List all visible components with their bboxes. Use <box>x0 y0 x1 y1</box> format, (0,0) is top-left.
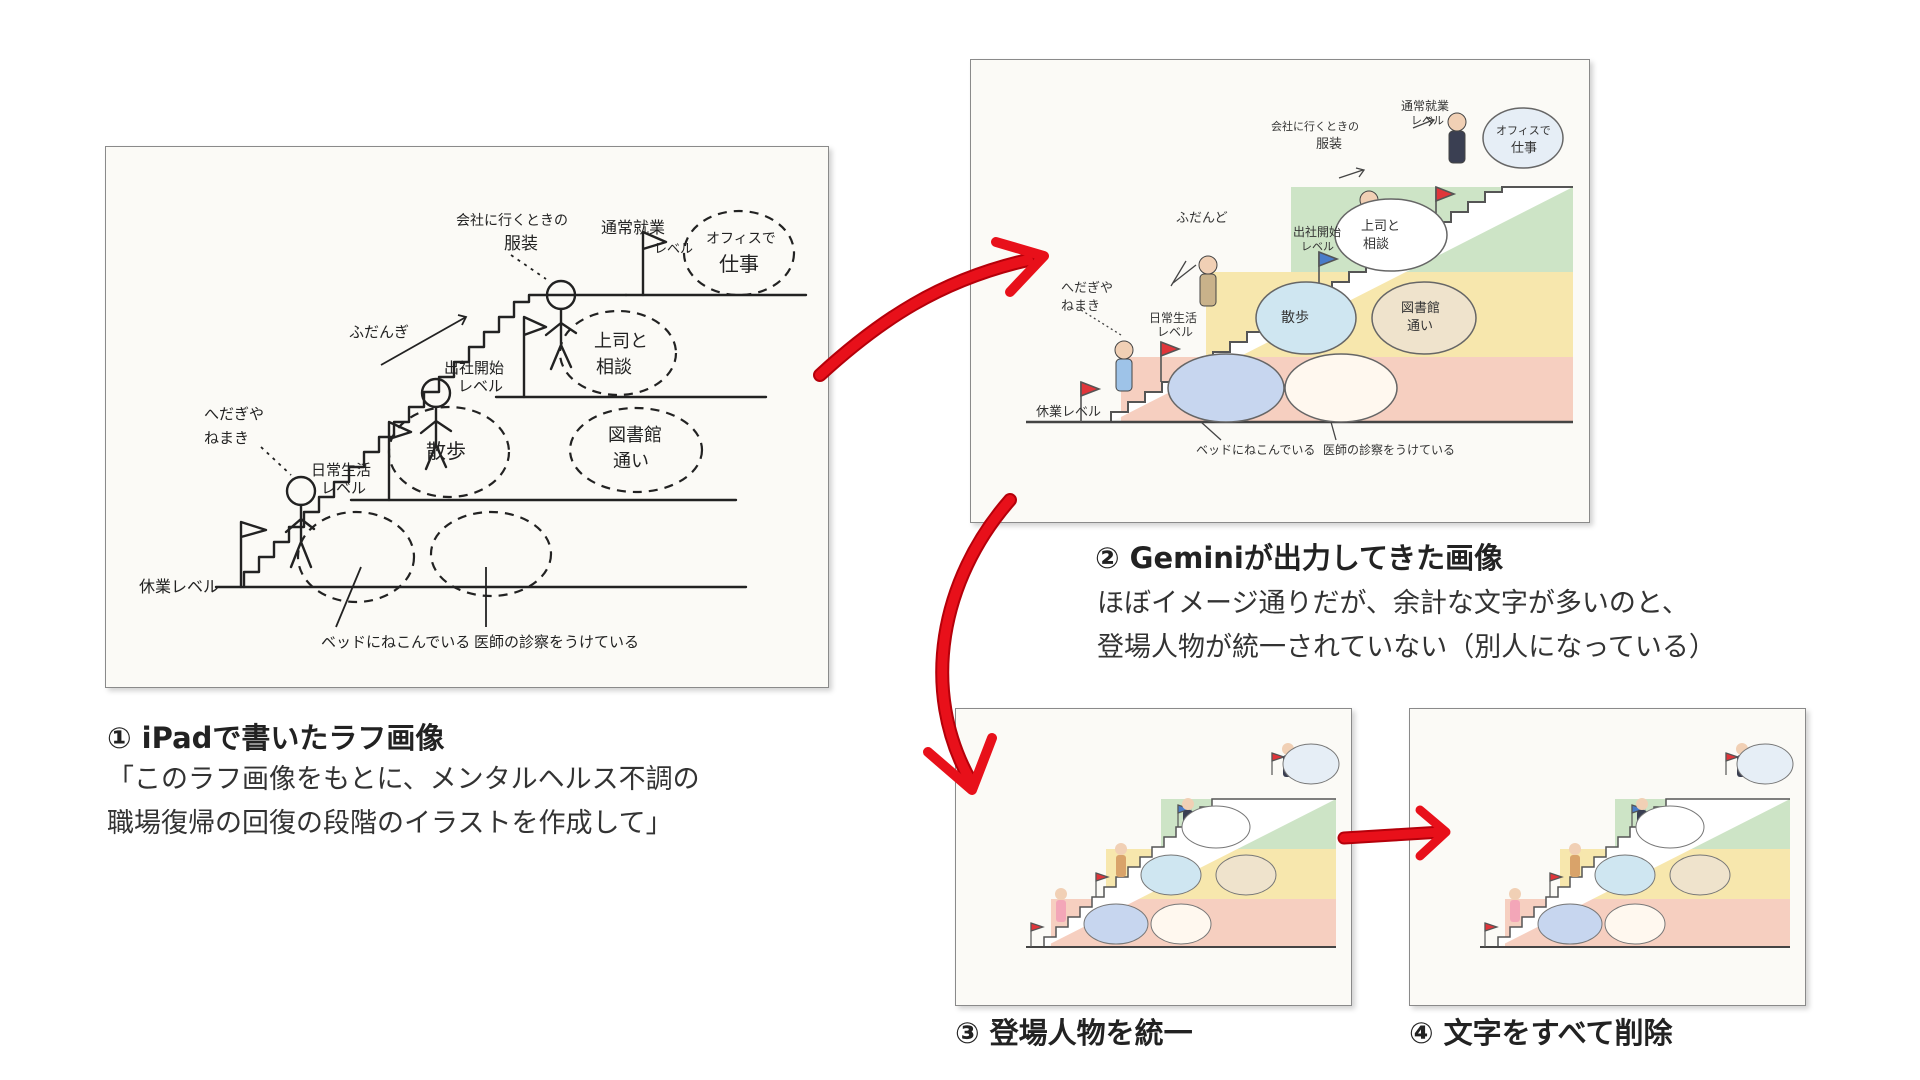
step1-body-line-1: 「このラフ画像をもとに、メンタルヘルス不調の <box>107 764 700 795</box>
sketch-label-nichijo-2: レベル <box>321 479 366 497</box>
step3-title: ③ 登場人物を統一 <box>955 1016 1193 1050</box>
sketch-label-shussha-2: レベル <box>458 377 503 395</box>
sketch-label-tsujo-1: 通常就業 <box>601 218 665 237</box>
step1-body-line-2: 職場復帰の回復の段階のイラストを作成して」 <box>107 808 673 839</box>
sketch-label-fudan: ふだんぎ <box>349 323 409 341</box>
illus-label-toshokan-2: 通い <box>1407 319 1433 334</box>
arrow-step2-to-step3 <box>923 493 1017 795</box>
sketch-label-tsujo-2: レベル <box>654 242 693 257</box>
step1-title: ① iPadで書いたラフ画像 <box>107 721 445 755</box>
gemini-output-panel: 休業レベル 日常生活 レベル 出社開始 レベル 通常就業 レベル へだぎや ねま… <box>970 59 1590 523</box>
sketch-label-shussha-1: 出社開始 <box>444 359 504 377</box>
sketch-label-nichijo-1: 日常生活 <box>311 461 371 479</box>
illus-label-bed: ベッドにねこんでいる <box>1196 443 1315 457</box>
sketch-label-office-1: オフィスで <box>706 231 776 247</box>
step1-body: 「このラフ画像をもとに、メンタルヘルス不調の 職場復帰の回復の段階のイラストを作… <box>107 758 700 846</box>
illus-label-fukuso-2: 服装 <box>1316 137 1342 152</box>
rough-sketch-image: 休業レベル 日常生活 レベル 出社開始 レベル 通常就業 レベル へだぎや ねま… <box>139 209 808 651</box>
sketch-label-toshokan-1: 図書館 <box>608 425 662 446</box>
sketch-panel: 休業レベル 日常生活 レベル 出社開始 レベル 通常就業 レベル へだぎや ねま… <box>105 146 829 688</box>
illus-label-joshi-1: 上司と <box>1361 219 1400 234</box>
step2-body-line-2: 登場人物が統一されていない（別人になっている） <box>1097 632 1716 663</box>
step2-body-line-1: ほぼイメージ通りだが、余計な文字が多いのと、 <box>1097 588 1689 619</box>
illus-label-office-1: オフィスで <box>1496 124 1551 137</box>
sketch-label-fukuso-2: 服装 <box>504 234 538 254</box>
sketch-label-sanpo: 散歩 <box>426 439 466 463</box>
gemini-output-image: 休業レベル 日常生活 レベル 出社開始 レベル 通常就業 レベル へだぎや ねま… <box>1026 99 1573 457</box>
sketch-label-toshokan-2: 通い <box>613 451 649 472</box>
unified-characters-panel <box>955 708 1352 1006</box>
illus-label-hedagiya-1: へだぎや <box>1061 281 1113 296</box>
illus-label-nichijo-2: レベル <box>1157 325 1193 339</box>
text-removed-image <box>1480 743 1794 948</box>
illus-label-ishi: 医師の診察をうけている <box>1323 442 1455 457</box>
illus-label-shussha-2: レベル <box>1301 240 1334 253</box>
illus-label-joshi-2: 相談 <box>1363 236 1389 252</box>
illus-label-tsujo-2: レベル <box>1411 114 1444 127</box>
sketch-label-joshi-2: 相談 <box>596 357 632 378</box>
illus-label-toshokan-1: 図書館 <box>1401 301 1440 316</box>
sketch-label-hedagiya-1: へだぎや <box>204 405 264 423</box>
arrow-step3-to-step4 <box>1337 805 1451 861</box>
sketch-label-ishi: 医師の診察をうけている <box>474 633 639 651</box>
illus-label-hedagiya-2: ねまき <box>1061 299 1100 314</box>
illus-label-nichijo-1: 日常生活 <box>1149 311 1197 325</box>
illus-label-tsujo-1: 通常就業 <box>1401 99 1449 113</box>
sketch-label-kyugyo: 休業レベル <box>139 577 219 596</box>
illus-label-shussha-1: 出社開始 <box>1293 224 1341 239</box>
unified-characters-image <box>1026 743 1340 948</box>
sketch-label-hedagiya-2: ねまき <box>204 429 249 447</box>
step4-title: ④ 文字をすべて削除 <box>1409 1016 1673 1050</box>
illus-label-kyugyo: 休業レベル <box>1036 404 1101 420</box>
illus-label-office-2: 仕事 <box>1511 141 1537 156</box>
step2-title: ② Geminiが出力してきた画像 <box>1095 541 1504 575</box>
arrow-step1-to-step2 <box>813 237 1049 382</box>
illus-label-fukuso-1: 会社に行くときの <box>1271 119 1359 133</box>
sketch-label-fukuso-1: 会社に行くときの <box>456 213 568 229</box>
sketch-label-bed: ベッドにねこんでいる <box>321 633 470 651</box>
sketch-label-office-2: 仕事 <box>719 252 759 276</box>
illus-label-fudan: ふだんど <box>1176 211 1228 226</box>
sketch-label-joshi-1: 上司と <box>594 331 648 352</box>
illus-label-sanpo: 散歩 <box>1281 310 1309 326</box>
step2-body: ほぼイメージ通りだが、余計な文字が多いのと、 登場人物が統一されていない（別人に… <box>1097 582 1716 670</box>
text-removed-panel <box>1409 708 1806 1006</box>
sketch-stick-figures <box>284 279 578 569</box>
